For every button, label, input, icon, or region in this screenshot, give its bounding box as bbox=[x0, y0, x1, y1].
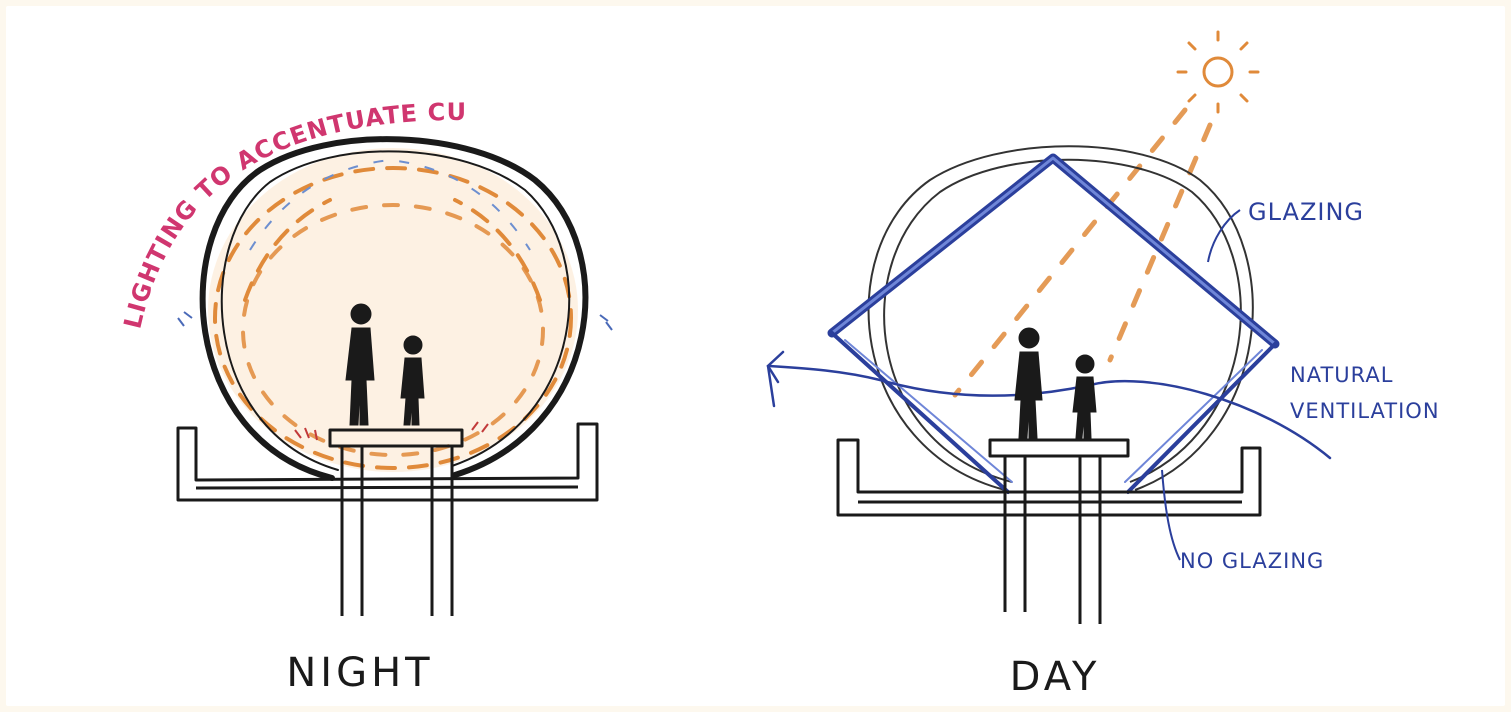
label-no-glazing: NO GLAZING bbox=[1180, 549, 1324, 573]
day-people bbox=[1015, 328, 1096, 438]
ventilation-arrow bbox=[768, 352, 1330, 458]
day-diagram: GLAZING NATURAL VENTILATION NO GLAZING D… bbox=[768, 32, 1440, 700]
day-sphere-outline bbox=[869, 146, 1253, 490]
label-ventilation-line1: NATURAL bbox=[1290, 363, 1393, 387]
night-caption: NIGHT bbox=[286, 650, 433, 696]
label-ventilation-line2: VENTILATION bbox=[1290, 399, 1440, 423]
day-structure bbox=[838, 440, 1260, 624]
day-caption: DAY bbox=[1010, 654, 1101, 700]
label-glazing: GLAZING bbox=[1248, 198, 1364, 226]
night-diagram: LIGHTING TO ACCENTUATE CURVE NIGHT bbox=[0, 0, 612, 696]
sun-icon bbox=[1178, 32, 1258, 112]
